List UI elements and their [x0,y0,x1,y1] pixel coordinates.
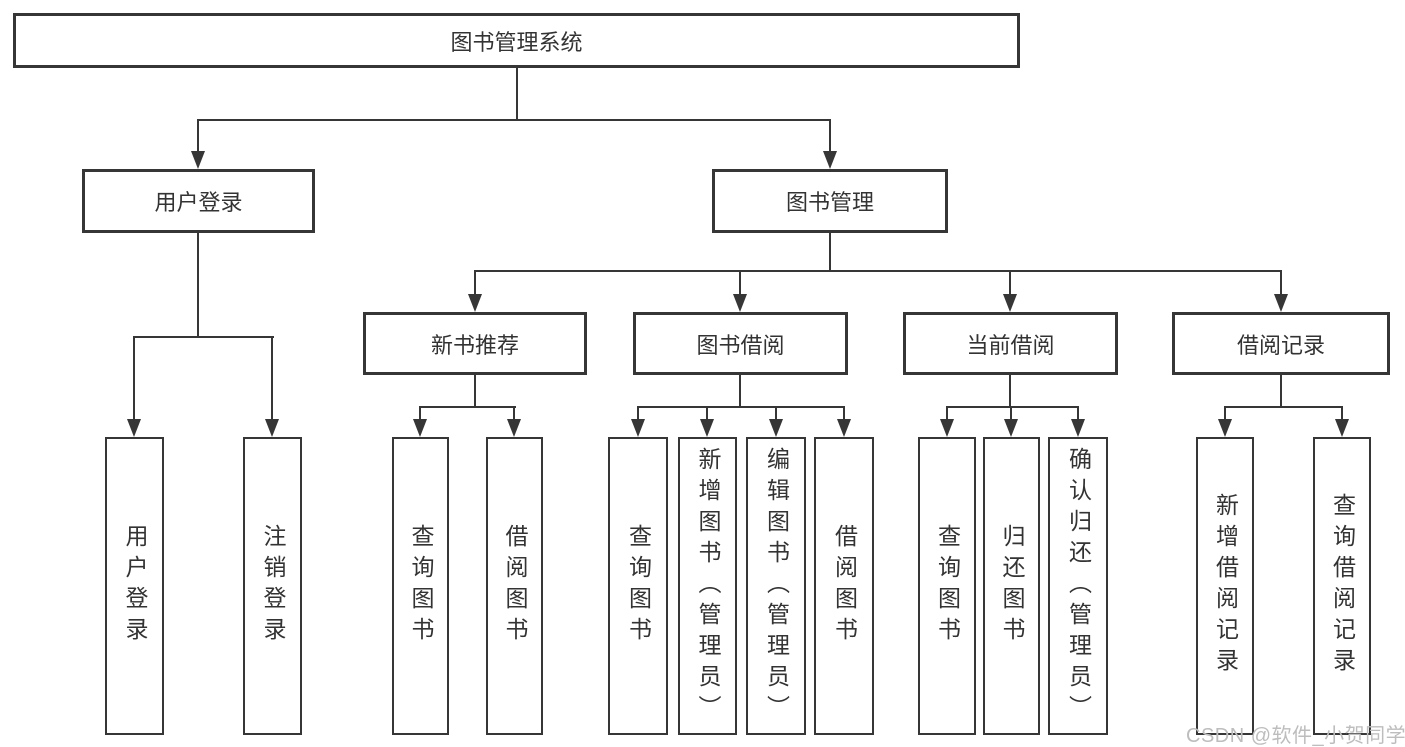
node-leaf-user-login-label: 用户登录 [122,524,148,648]
connector-line [637,406,639,421]
node-leaf-borrow-book-1-label: 借阅图书 [502,524,528,648]
node-user-login: 用户登录 [82,169,315,233]
arrow-down-icon [1071,419,1085,437]
node-leaf-add-borrow-record-label: 新增借阅记录 [1212,493,1239,679]
node-leaf-confirm-return-admin: 确认归还（管理员） [1048,437,1108,735]
arrow-down-icon [413,419,427,437]
connector-line [946,406,948,421]
connector-line [1009,375,1011,408]
node-new-book-recommend-label: 新书推荐 [430,332,519,358]
connector-line [1280,270,1282,296]
connector-line [419,406,421,421]
connector-line [133,336,135,421]
node-leaf-add-book-admin-label: 新增图书（管理员） [695,446,721,726]
connector-line [1010,406,1012,421]
connector-line [516,68,518,121]
connector-line [419,406,516,408]
node-leaf-borrow-book-1: 借阅图书 [486,437,543,735]
node-root: 图书管理系统 [13,13,1020,68]
node-leaf-logout: 注销登录 [243,437,302,735]
node-leaf-add-book-admin: 新增图书（管理员） [678,437,737,735]
arrow-down-icon [1335,419,1349,437]
node-current-borrowing: 当前借阅 [903,312,1118,375]
node-leaf-query-book-2: 查询图书 [608,437,668,735]
arrow-down-icon [507,419,521,437]
connector-line [197,233,199,338]
connector-line [1224,406,1343,408]
node-leaf-borrow-book-2-label: 借阅图书 [831,524,858,648]
node-leaf-query-borrow-record-label: 查询借阅记录 [1329,493,1356,679]
node-book-management-label: 图书管理 [785,190,874,215]
node-leaf-user-login: 用户登录 [105,437,164,735]
connector-line [1224,406,1226,421]
node-book-management: 图书管理 [712,169,948,233]
connector-line [271,336,273,421]
connector-line [946,406,1079,408]
node-book-borrowing-label: 图书借阅 [696,332,785,358]
arrow-down-icon [769,419,783,437]
node-leaf-query-book-1: 查询图书 [392,437,449,735]
node-leaf-edit-book-admin: 编辑图书（管理员） [746,437,806,735]
arrow-down-icon [940,419,954,437]
connector-line [637,406,845,408]
arrow-down-icon [1004,419,1018,437]
node-leaf-query-borrow-record: 查询借阅记录 [1313,437,1371,735]
connector-line [197,119,831,121]
node-root-label: 图书管理系统 [450,29,583,55]
connector-line [197,119,199,153]
node-leaf-add-borrow-record: 新增借阅记录 [1196,437,1254,735]
node-leaf-logout-label: 注销登录 [260,524,286,648]
node-leaf-edit-book-admin-label: 编辑图书（管理员） [763,446,790,726]
arrow-down-icon [823,151,837,169]
arrow-down-icon [733,294,747,312]
node-leaf-query-book-2-label: 查询图书 [625,524,652,648]
node-leaf-return-book-label: 归还图书 [999,524,1025,648]
arrow-down-icon [1003,294,1017,312]
node-borrowing-records-label: 借阅记录 [1236,332,1325,358]
connector-line [739,270,741,296]
arrow-down-icon [468,294,482,312]
arrow-down-icon [631,419,645,437]
node-new-book-recommend: 新书推荐 [363,312,587,375]
node-leaf-return-book: 归还图书 [983,437,1040,735]
connector-line [706,406,708,421]
connector-line [513,406,515,421]
node-current-borrowing-label: 当前借阅 [966,332,1055,358]
connector-line [474,270,476,296]
connector-line [1009,270,1011,296]
arrow-down-icon [127,419,141,437]
arrow-down-icon [191,151,205,169]
node-leaf-confirm-return-admin-label: 确认归还（管理员） [1065,446,1092,726]
arrow-down-icon [700,419,714,437]
connector-line [739,375,741,408]
node-leaf-borrow-book-2: 借阅图书 [814,437,874,735]
connector-line [1280,375,1282,408]
node-book-borrowing: 图书借阅 [633,312,848,375]
connector-line [474,270,1282,272]
node-leaf-query-book-3-label: 查询图书 [934,524,961,648]
watermark: CSDN @软件_小贺同学 [1186,725,1405,747]
arrow-down-icon [265,419,279,437]
connector-line [1077,406,1079,421]
connector-line [775,406,777,421]
connector-line [133,336,274,338]
arrow-down-icon [1218,419,1232,437]
node-leaf-query-book-3: 查询图书 [918,437,976,735]
arrow-down-icon [1274,294,1288,312]
node-borrowing-records: 借阅记录 [1172,312,1390,375]
connector-line [474,375,476,408]
node-leaf-query-book-1-label: 查询图书 [408,524,434,648]
connector-line [829,119,831,153]
node-user-login-label: 用户登录 [154,190,243,215]
connector-line [829,233,831,271]
connector-line [1341,406,1343,421]
arrow-down-icon [837,419,851,437]
connector-line [843,406,845,421]
